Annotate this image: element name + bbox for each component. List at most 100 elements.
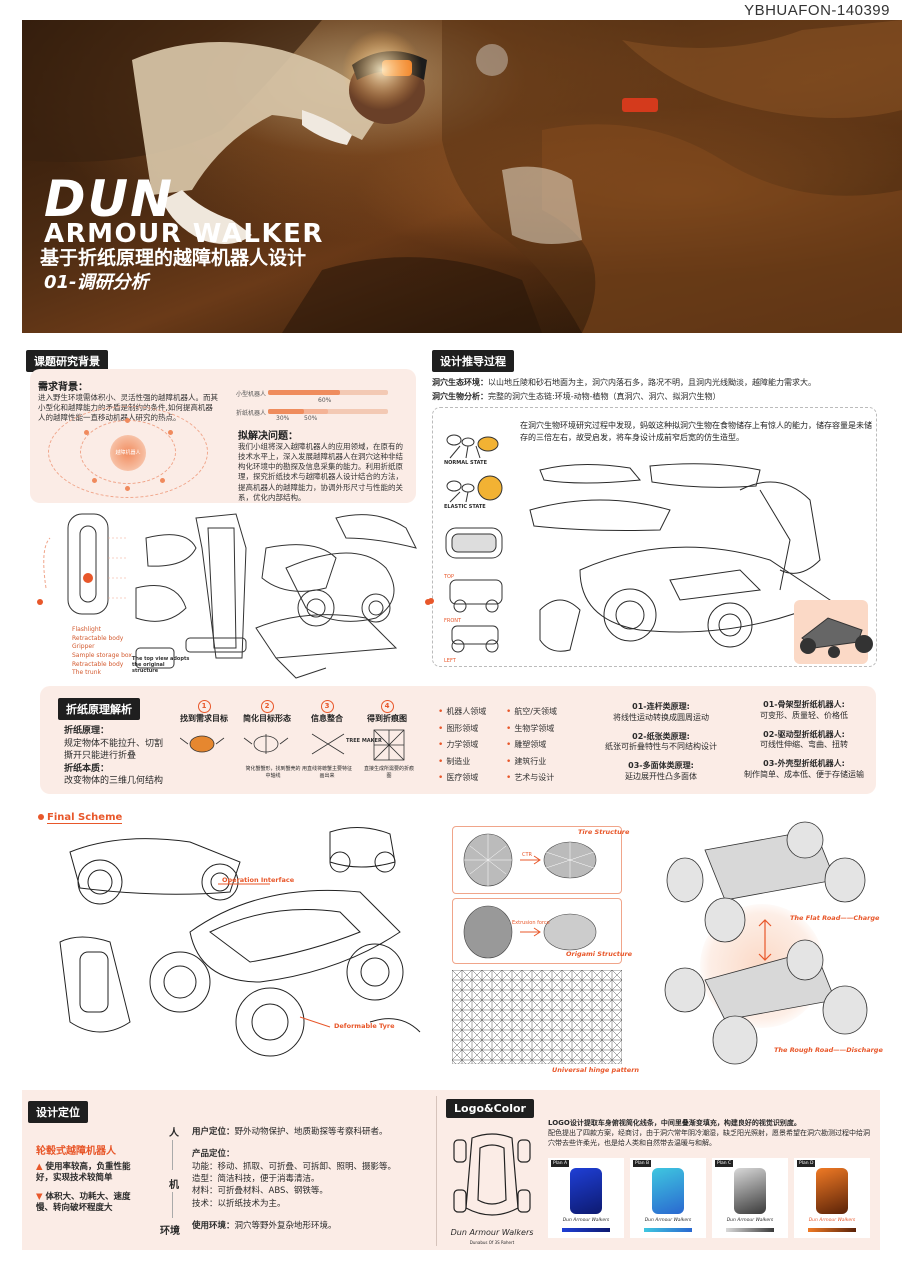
plan-label: Plan B bbox=[633, 1160, 652, 1167]
thumbs-down-icon: ▼ bbox=[36, 1192, 43, 1202]
tire-structure-frame bbox=[452, 826, 622, 894]
color-plan-b[interactable]: Plan B Dun Armour Walkers bbox=[630, 1158, 706, 1238]
step-note: 简化蟹蟹形，找到蟹壳的中轴线 bbox=[245, 766, 301, 779]
orbit-dot bbox=[168, 430, 173, 435]
hero-title: DUN bbox=[44, 170, 174, 228]
bar-value-2b: 50% bbox=[304, 415, 318, 422]
bar-label-1: 小型机器人 bbox=[236, 391, 267, 398]
product-line: 造型：简洁科技，便于消毒清洁。 bbox=[192, 1173, 320, 1184]
bar-track-2 bbox=[268, 409, 388, 414]
thumbs-up-icon: ▲ bbox=[36, 1162, 43, 1172]
logo-brand: Dun Armour Walkers bbox=[450, 1228, 534, 1237]
axis-environment: 环境 bbox=[160, 1226, 180, 1237]
plan-label: Plan D bbox=[797, 1160, 816, 1167]
section-tag-design: 设计推导过程 bbox=[432, 350, 514, 372]
robot-sketch-topview bbox=[37, 513, 431, 679]
legend-item: Flashlight bbox=[72, 626, 102, 633]
robot-type-text: 可变形、质量轻、价格低 bbox=[760, 710, 848, 720]
robot-types-list: 01-骨架型折纸机器人: 可变形、质量轻、价格低 02-驱动型折纸机器人: 可线… bbox=[738, 700, 870, 781]
watermark: YBHUAFON-140399 bbox=[744, 2, 890, 19]
tire-structure-illustration bbox=[463, 833, 597, 959]
section-tag-logo: Logo&Color bbox=[446, 1099, 534, 1118]
product-line: 技术：以折纸技术为主。 bbox=[192, 1198, 286, 1209]
field-item: •医疗领域 bbox=[438, 773, 479, 783]
state-normal: NORMAL STATE bbox=[444, 460, 487, 466]
robot-type-text: 可线性伸缩、弯曲、扭转 bbox=[760, 740, 848, 750]
field-item: •力学领域 bbox=[438, 740, 479, 750]
step-2: 2 简化目标形态 bbox=[240, 700, 294, 724]
principle-title: 03-多面体类原理: bbox=[628, 761, 694, 771]
plan-gradient-bar bbox=[726, 1228, 774, 1232]
essence-text: 改变物体的三维几何结构 bbox=[64, 776, 164, 787]
principle-text: 延边展开性凸多面体 bbox=[625, 771, 697, 781]
step-number: 4 bbox=[380, 700, 394, 713]
logo-mark bbox=[453, 1133, 531, 1216]
legend-item: Sample storage box bbox=[72, 652, 132, 660]
env-label: 洞穴生态环境： bbox=[432, 378, 488, 387]
section-tag-origami: 折纸原理解析 bbox=[58, 698, 140, 720]
logo-description: LOGO设计提取车身俯视简化线条，中间里叠渐变填充，构建良好的视觉识别度。 配色… bbox=[548, 1118, 874, 1148]
legend-item: Gripper bbox=[72, 643, 95, 651]
plan-brand: Dun Armour Walkers bbox=[644, 1218, 692, 1223]
bar-label-2: 折纸机器人 bbox=[236, 410, 267, 417]
road-mode-robots bbox=[664, 821, 868, 1065]
orbit-outer bbox=[48, 406, 208, 498]
principle-title: 02-纸张类原理: bbox=[632, 731, 690, 741]
environment-positioning: 使用环境：洞穴等野外复杂地形环境。 bbox=[192, 1220, 337, 1231]
flat-road-label: The Flat Road——Charge bbox=[790, 914, 880, 922]
component-legend: Flashlight Retractable body Gripper Samp… bbox=[72, 626, 132, 678]
topview-note: The top view adopts the original structu… bbox=[132, 656, 190, 674]
ant-illustration bbox=[446, 434, 503, 503]
product-line: 功能：移动、抓取、可折叠、可拆卸、照明、摄影等。 bbox=[192, 1161, 397, 1172]
plan-gradient-bar bbox=[644, 1228, 692, 1232]
color-plan-a[interactable]: Plan A Dun Armour Walkers bbox=[548, 1158, 624, 1238]
rough-road-label: The Rough Road——Discharge bbox=[774, 1046, 883, 1054]
tire-structure-label: Tire Structure bbox=[578, 828, 630, 836]
final-scheme-sketch bbox=[59, 827, 421, 1057]
step-label: 找到需求目标 bbox=[180, 714, 228, 723]
hero-banner: DUN ARMOUR WALKER 基于折纸原理的越障机器人设计 01-调研分析 bbox=[22, 20, 902, 333]
env-text: 以山地丘陵和砂石地面为主，洞穴内落石多，路况不明，且洞内光线黝淡，越障能力需求大… bbox=[488, 378, 816, 387]
logo-brand-sub: Dunabus Of 3S Rohert bbox=[469, 1240, 515, 1245]
bar-fill-2a bbox=[268, 409, 304, 414]
field-item: •建筑行业 bbox=[506, 756, 547, 767]
ctrl-label: CTR bbox=[522, 852, 533, 858]
tree-maker-label: TREE MAKER bbox=[346, 738, 382, 744]
robot-type-title: 02-驱动型折纸机器人: bbox=[763, 729, 845, 739]
origami-step-illustrations bbox=[180, 729, 405, 761]
logo-desc-text: 配色提出了四款方案，经商讨，由于洞穴常年阴冷潮湿，缺乏阳光照射，愿景希望在洞穴勘… bbox=[548, 1129, 870, 1148]
robot-type-text: 制作简单、成本低、便于存储运输 bbox=[744, 769, 864, 779]
orbit-dot bbox=[125, 418, 130, 423]
orthographic-views bbox=[445, 527, 503, 653]
orbit-dot bbox=[84, 430, 89, 435]
con-item: ▼ 体积大、功耗大、速度慢、转向破坏程度大 bbox=[36, 1192, 131, 1214]
plan-gradient-bar bbox=[808, 1228, 856, 1232]
user-positioning: 用户定位：野外动物保护、地质勘探等考察科研者。 bbox=[192, 1127, 388, 1137]
orbit-dot bbox=[92, 478, 97, 483]
step-number: 3 bbox=[320, 700, 334, 713]
color-plan-c[interactable]: Plan C Dun Armour Walkers bbox=[712, 1158, 788, 1238]
axis-line bbox=[172, 1140, 173, 1170]
step-4: 4 得到折痕图 bbox=[362, 700, 412, 724]
operation-interface-label: Operation Interface bbox=[222, 876, 295, 884]
step-number: 1 bbox=[197, 700, 211, 713]
position-type-title: 轮毂式越障机器人 bbox=[36, 1146, 116, 1157]
view-top: TOP bbox=[444, 574, 455, 580]
solve-text: 我们小组将深入越障机器人的应用领域，在原有的技术水平上，深入发展越障机器人在洞穴… bbox=[238, 442, 403, 502]
principle-text: 将线性运动转换成圆周运动 bbox=[613, 712, 709, 722]
step-note: 用直线将螃蟹主要特征画出来 bbox=[302, 766, 353, 779]
legend-item: The trunk bbox=[72, 669, 101, 677]
field-item: •机器人领域 bbox=[438, 707, 487, 717]
color-plan-d[interactable]: Plan D Dun Armour Walkers bbox=[794, 1158, 870, 1238]
principle-text: 纸张可折叠特性与不同结构设计 bbox=[605, 742, 717, 752]
bio-line: 洞穴生物分析：完整的洞穴生态链:环境-动物-植物（真洞穴、洞穴、拟洞穴生物） bbox=[432, 391, 882, 402]
final-dot bbox=[38, 814, 44, 820]
divider bbox=[436, 1096, 437, 1246]
fields-col-2: •航空/天领域 •生物学领域 •雕塑领域 •建筑行业 •艺术与设计 bbox=[506, 704, 586, 787]
cave-scene-illustration bbox=[22, 20, 902, 333]
solve-block: 拟解决问题： 我们小组将深入越障机器人的应用领域，在原有的技术水平上，深入发展越… bbox=[238, 427, 410, 503]
step-3: 3 信息整合 bbox=[304, 700, 350, 724]
field-item: •生物学领域 bbox=[506, 723, 555, 734]
plan-label: Plan C bbox=[715, 1160, 734, 1167]
origami-structure-frame bbox=[452, 898, 622, 964]
